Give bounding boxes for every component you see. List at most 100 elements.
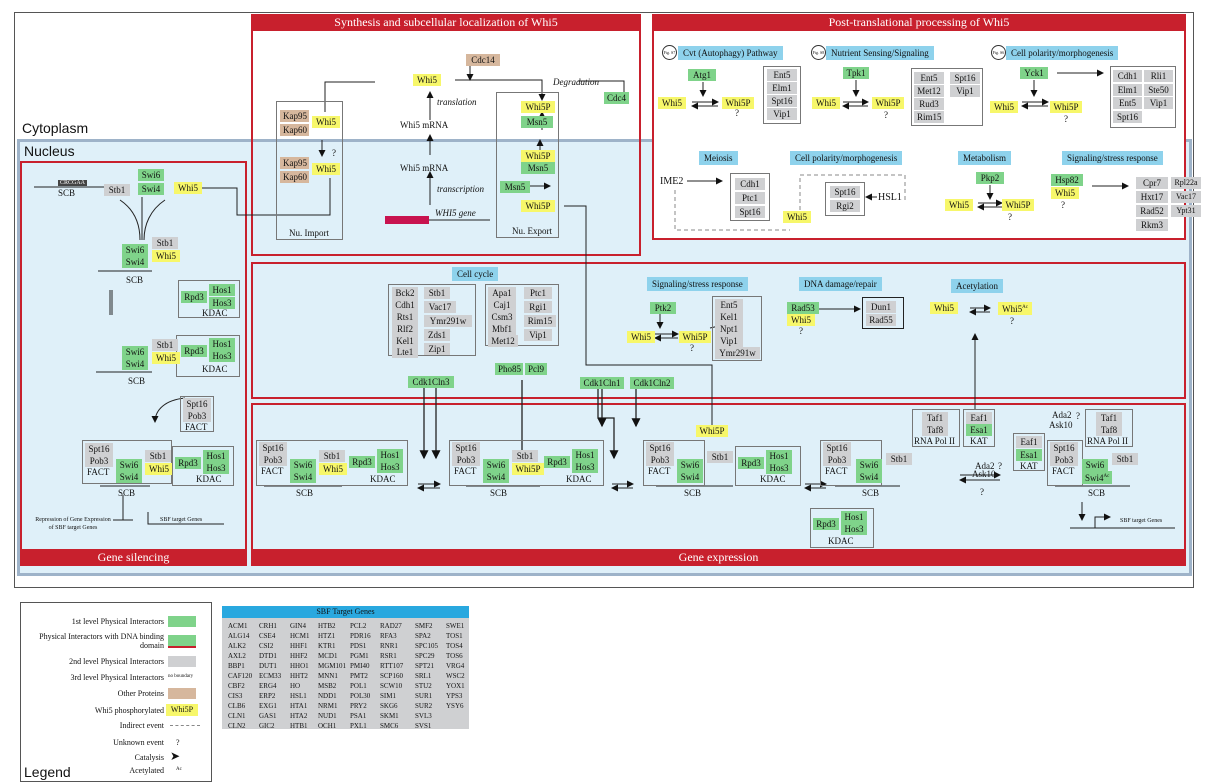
expr-c3-swi4[interactable]: Swi4 xyxy=(677,471,703,483)
polarity2-whi5[interactable]: Whi5 xyxy=(783,211,811,223)
target-gene[interactable]: WSC2 xyxy=(446,672,465,680)
meiosis-list-0[interactable]: Cdh1 xyxy=(735,178,765,190)
cc-col3-3[interactable]: Mbf1 xyxy=(488,323,516,335)
sil-hos3-1[interactable]: Hos3 xyxy=(209,297,235,309)
nutrient-list2-0[interactable]: Spt16 xyxy=(950,72,980,84)
polarity2-list-0[interactable]: Spt16 xyxy=(830,186,860,198)
cvt-whi5[interactable]: Whi5 xyxy=(658,97,686,109)
polarity1-whi5p[interactable]: Whi5P xyxy=(1050,101,1082,113)
expr-c1-spt16[interactable]: Spt16 xyxy=(259,442,287,454)
pkp2-node[interactable]: Pkp2 xyxy=(976,172,1004,184)
metabolism-whi5p[interactable]: Whi5P xyxy=(1002,199,1034,211)
expr-c2-hos3[interactable]: Hos3 xyxy=(572,461,598,473)
target-gene[interactable]: AXL2 xyxy=(228,652,246,660)
expr-c1-whi5[interactable]: Whi5 xyxy=(319,463,347,475)
sil-stb1-2[interactable]: Stb1 xyxy=(152,237,178,249)
expr-c5-spt16[interactable]: Spt16 xyxy=(1050,442,1078,454)
target-gene[interactable]: SWE1 xyxy=(446,622,465,630)
expr-whi5p-free[interactable]: Whi5P xyxy=(696,425,728,437)
cc-col2-1[interactable]: Vac17 xyxy=(424,301,456,313)
target-gene[interactable]: PDS1 xyxy=(350,642,367,650)
expr-free-hos1[interactable]: Hos1 xyxy=(841,511,867,523)
target-gene[interactable]: HSL1 xyxy=(290,692,307,700)
target-gene[interactable]: HHT2 xyxy=(290,672,308,680)
stress-mid-list-0[interactable]: Ent5 xyxy=(715,299,743,311)
stress-ptm-whi5[interactable]: Whi5 xyxy=(1051,187,1079,199)
target-gene[interactable]: PGM1 xyxy=(350,652,369,660)
target-gene[interactable]: YOX1 xyxy=(446,682,465,690)
metabolism-whi5[interactable]: Whi5 xyxy=(945,199,973,211)
cc-col1-0[interactable]: Bck2 xyxy=(392,287,418,299)
target-gene[interactable]: SRL1 xyxy=(415,672,432,680)
expr-c3-hos3[interactable]: Hos3 xyxy=(766,462,792,474)
target-gene[interactable]: POL1 xyxy=(350,682,367,690)
cvt-list-0[interactable]: Ent5 xyxy=(767,69,797,81)
pho85-node[interactable]: Pho85 xyxy=(495,363,523,375)
expr-c2-spt16[interactable]: Spt16 xyxy=(452,442,480,454)
target-gene[interactable]: YPS3 xyxy=(446,692,463,700)
stress-mid-list-2[interactable]: Npt1 xyxy=(715,323,743,335)
expr-c2-stb1[interactable]: Stb1 xyxy=(512,450,538,462)
target-gene[interactable]: RTT107 xyxy=(380,662,404,670)
target-gene[interactable]: KTR1 xyxy=(318,642,336,650)
cc-col3-1[interactable]: Caj1 xyxy=(488,299,516,311)
stress-mid-list-4[interactable]: Ymr291w xyxy=(715,347,760,359)
expr-c1-hos3[interactable]: Hos3 xyxy=(377,461,403,473)
sil-whi5-4[interactable]: Whi5 xyxy=(145,463,173,475)
stress-ptm-list2-2[interactable]: Ypt31 xyxy=(1171,205,1201,217)
target-gene[interactable]: SPC29 xyxy=(415,652,435,660)
target-gene[interactable]: VRG4 xyxy=(446,662,465,670)
expr-c2-rpd3[interactable]: Rpd3 xyxy=(544,456,570,468)
target-gene[interactable]: MGM101 xyxy=(318,662,347,670)
expr-c5-stb1[interactable]: Stb1 xyxy=(1112,453,1138,465)
cvt-whi5p[interactable]: Whi5P xyxy=(722,97,754,109)
target-gene[interactable]: ECM33 xyxy=(259,672,282,680)
meiosis-list-1[interactable]: Ptc1 xyxy=(735,192,765,204)
whi5-import-b[interactable]: Whi5 xyxy=(312,163,340,175)
target-gene[interactable]: CLB6 xyxy=(228,702,246,710)
stress-ptm-list1-1[interactable]: Hxt17 xyxy=(1136,191,1168,203)
target-gene[interactable]: DTD1 xyxy=(259,652,277,660)
polarity1-list2-0[interactable]: Rli1 xyxy=(1144,70,1173,82)
nutrient-list1-0[interactable]: Ent5 xyxy=(914,72,944,84)
target-gene[interactable]: YSY6 xyxy=(446,702,464,710)
target-gene[interactable]: MCD1 xyxy=(318,652,338,660)
taf1-node[interactable]: Taf1 xyxy=(922,412,948,424)
esa1-node-b[interactable]: Esa1 xyxy=(1016,449,1042,461)
target-gene[interactable]: RAD27 xyxy=(380,622,402,630)
target-gene[interactable]: TOS6 xyxy=(446,652,463,660)
target-gene[interactable]: ALK2 xyxy=(228,642,246,650)
stress-ptm-list2-1[interactable]: Vac17 xyxy=(1171,191,1201,203)
target-gene[interactable]: SCP160 xyxy=(380,672,403,680)
sil-swi6-2[interactable]: Swi6 xyxy=(122,244,148,256)
cvt-list-3[interactable]: Vip1 xyxy=(767,108,797,120)
target-gene[interactable]: NDD1 xyxy=(318,692,337,700)
target-gene[interactable]: NRM1 xyxy=(318,702,338,710)
dna-whi5[interactable]: Whi5 xyxy=(787,314,815,326)
sil-pob3[interactable]: Pob3 xyxy=(183,410,211,422)
target-gene[interactable]: HO xyxy=(290,682,301,690)
expr-c3-pob3[interactable]: Pob3 xyxy=(646,454,674,466)
target-gene[interactable]: RNR1 xyxy=(380,642,398,650)
stress-ptm-list1-2[interactable]: Rad52 xyxy=(1136,205,1168,217)
cc-col4-2[interactable]: Rim15 xyxy=(524,315,556,327)
acetyl-whi5ac[interactable]: Whi5Ac xyxy=(998,302,1032,315)
target-gene[interactable]: HHO1 xyxy=(290,662,309,670)
nutrient-list2-1[interactable]: Vip1 xyxy=(950,85,980,97)
expr-free-rpd3[interactable]: Rpd3 xyxy=(813,518,839,530)
target-gene[interactable]: ACM1 xyxy=(228,622,248,630)
expr-c1-hos1[interactable]: Hos1 xyxy=(377,449,403,461)
cdk1cln1-node[interactable]: Cdk1Cln1 xyxy=(580,377,624,389)
polarity1-list1-2[interactable]: Ent5 xyxy=(1113,97,1142,109)
target-gene[interactable]: PSA1 xyxy=(350,712,367,720)
target-gene[interactable]: SPT21 xyxy=(415,662,435,670)
target-gene[interactable]: RFA3 xyxy=(380,632,397,640)
ptk2-node[interactable]: Ptk2 xyxy=(650,302,676,314)
sil-swi6-4[interactable]: Swi6 xyxy=(116,459,142,471)
target-gene[interactable]: CSI2 xyxy=(259,642,274,650)
cc-col2-2[interactable]: Ymr291w xyxy=(424,315,472,327)
target-gene[interactable]: CAF120 xyxy=(228,672,253,680)
whi5p-export-a[interactable]: Whi5P xyxy=(521,101,555,113)
cc-col4-0[interactable]: Ptc1 xyxy=(524,287,552,299)
target-gene[interactable]: TOS4 xyxy=(446,642,463,650)
